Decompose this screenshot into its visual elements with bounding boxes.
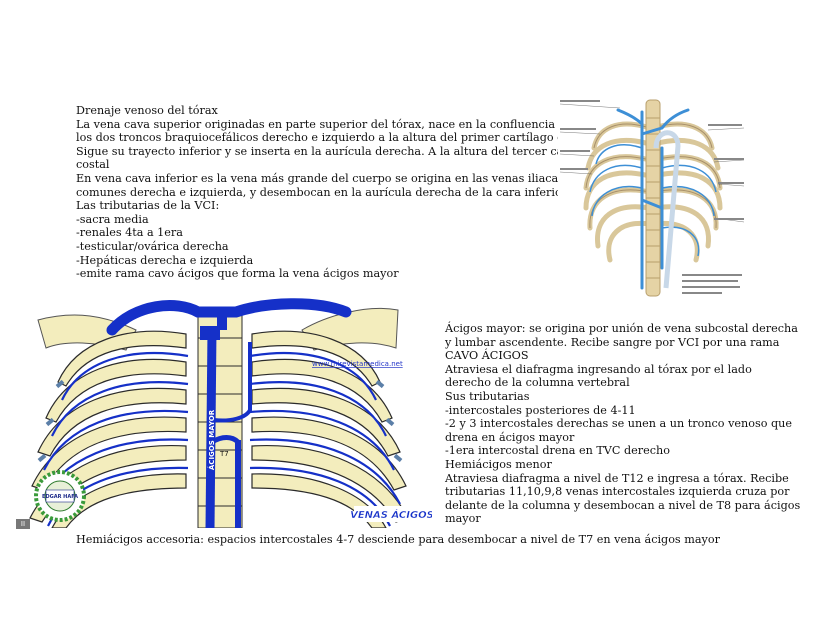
azygos-text-block: Ácigos mayor: se origina por unión de ve…	[445, 322, 800, 526]
azygos-line: Sus tributarias	[445, 389, 530, 403]
azygos-line: -intercostales posteriores de 4-11	[445, 403, 636, 417]
intro-line: -renales 4ta a 1era	[76, 226, 183, 240]
logo-text: EDGAR HAFA	[42, 494, 78, 500]
azygos-line: derecho de la columna vertebral	[445, 376, 630, 390]
azygos-line: Hemiácigos menor	[445, 457, 552, 471]
azygos-vertical-label: ÁCIGOS MAYOR	[207, 409, 216, 470]
intro-line: -emite rama cavo ácigos que forma la ven…	[76, 267, 399, 281]
intro-line: Drenaje venoso del tórax	[76, 104, 218, 117]
intro-text-block: Drenaje venoso del tórax La vena cava su…	[76, 104, 601, 281]
intro-line: -Hepáticas derecha e izquierda	[76, 253, 254, 267]
page-marker: II	[16, 519, 30, 529]
azygos-line: delante de la columna y desembocan a niv…	[445, 498, 801, 512]
intro-line: Sigue su trayecto inferior y se inserta …	[76, 144, 601, 158]
azygos-line: tributarias 11,10,9,8 venas intercostale…	[445, 485, 790, 499]
intro-line: La vena cava superior originadas en part…	[76, 117, 589, 131]
intro-line: los dos troncos braquiocefálicos derecho…	[76, 131, 595, 145]
azygos-line: Atraviesa diafragma a nivel de T12 e ing…	[445, 471, 789, 485]
diagram-title: VENAS ÁCIGOS	[350, 508, 432, 521]
azygos-veins-diagram: ÁCIGOS MAYOR T7 www.mirevistamedica.net …	[16, 290, 432, 528]
vertebra-label: T7	[219, 450, 229, 458]
azygos-line: mayor	[445, 512, 481, 526]
intro-line: -testicular/ovárica derecha	[76, 239, 229, 253]
azygos-line: Ácigos mayor: se origina por unión de ve…	[445, 322, 798, 335]
footer-text: Hemiácigos accesoria: espacios intercost…	[76, 533, 720, 546]
azygos-line: y lumbar ascendente. Recibe sangre por V…	[445, 335, 780, 349]
azygos-line: CAVO ÁCIGOS	[445, 349, 529, 363]
intro-line: costal	[76, 158, 110, 172]
azygos-line: Atraviesa el diafragma ingresando al tór…	[445, 362, 752, 376]
edgar-hafa-logo: EDGAR HAFA	[34, 470, 86, 522]
azygos-line: -1era intercostal drena en TVC derecho	[445, 444, 670, 458]
intro-line: -sacra media	[76, 212, 149, 226]
thorax-vein-illustration	[558, 88, 746, 300]
azygos-line: -2 y 3 intercostales derechas se unen a …	[445, 417, 792, 431]
intro-line: Las tributarias de la VCI:	[76, 199, 220, 213]
azygos-line: drena en ácigos mayor	[445, 430, 575, 444]
intro-line: En vena cava inferior es la vena más gra…	[76, 171, 564, 185]
intro-line: comunes derecha e izquierda, y desemboca…	[76, 185, 570, 199]
source-url: www.mirevistamedica.net	[312, 360, 403, 368]
